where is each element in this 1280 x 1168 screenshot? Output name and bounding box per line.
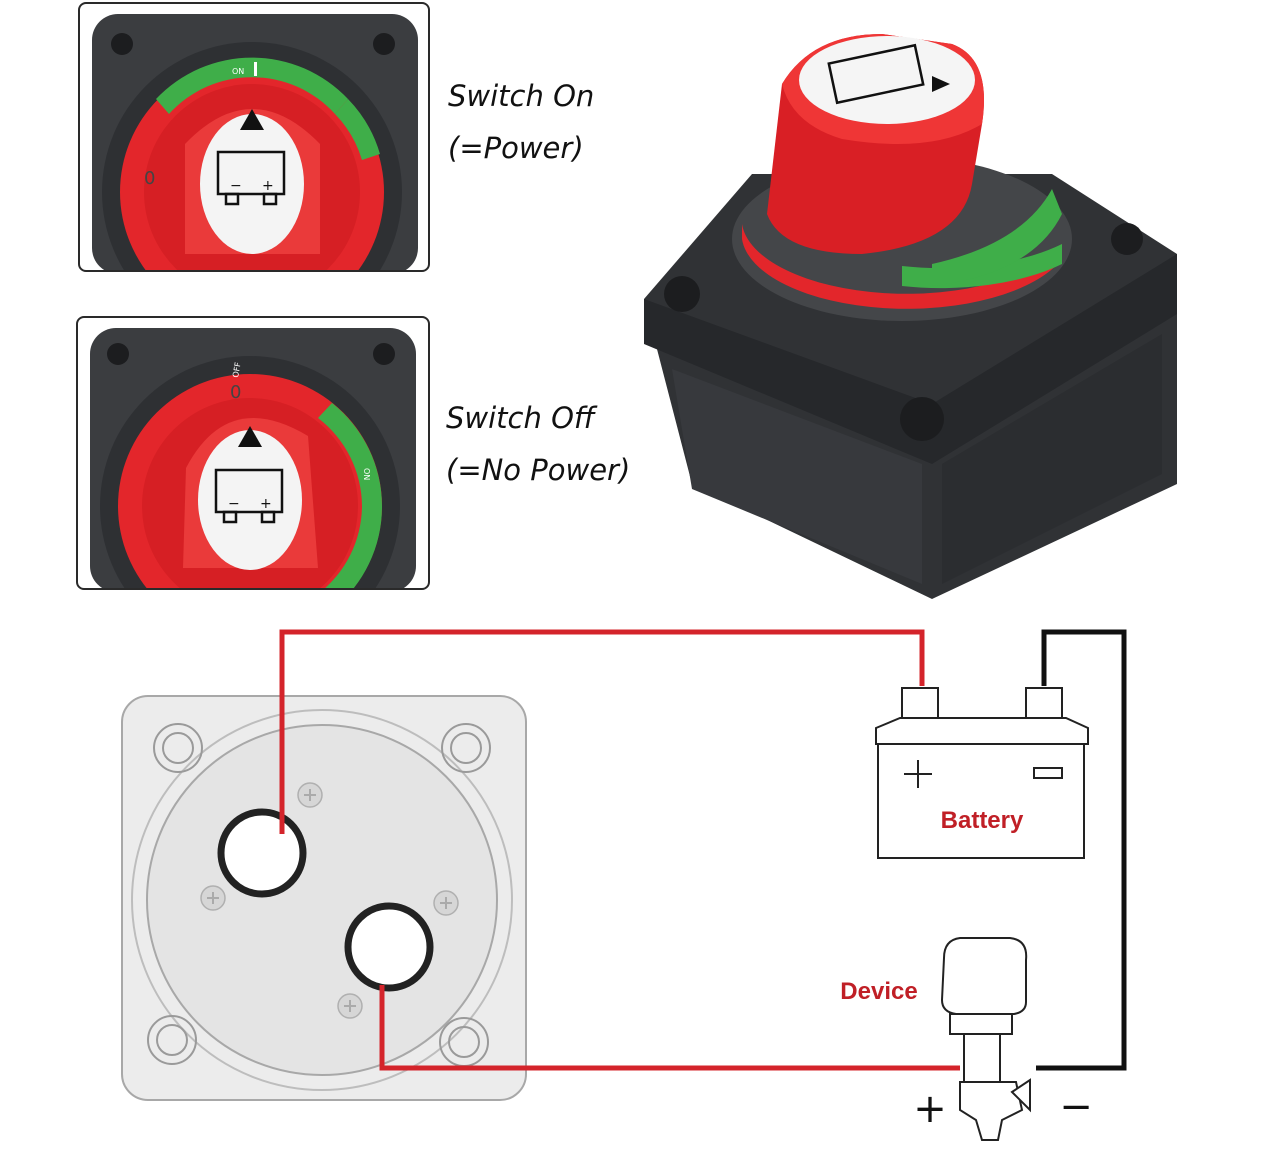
svg-text:−: − bbox=[230, 178, 242, 194]
switch-on-subtitle: (=Power) bbox=[448, 131, 584, 166]
switch-on-caption: Switch On (=Power) bbox=[448, 70, 594, 174]
switch-off-subtitle: (=No Power) bbox=[446, 453, 631, 488]
switch-off-caption: Switch Off (=No Power) bbox=[446, 392, 630, 496]
dial-on-mark: ON bbox=[232, 67, 244, 76]
switch-on-photo: − + ON 0 bbox=[78, 2, 430, 272]
dial-off-mark: OFF bbox=[231, 361, 243, 378]
switch-off-photo: − + 0 OFF ON bbox=[76, 316, 430, 590]
positive-wire bbox=[279, 629, 925, 834]
outboard-motor-icon bbox=[940, 937, 1031, 1141]
device-label: Device bbox=[840, 978, 917, 1005]
switch-on-title: Switch On bbox=[448, 79, 595, 113]
dial-zero-mark-off: 0 bbox=[230, 382, 241, 403]
dial-on-mark-off: ON bbox=[362, 468, 371, 480]
battery-switch-photo bbox=[632, 14, 1192, 604]
battery-label: Battery bbox=[941, 807, 1024, 834]
device-wire bbox=[379, 985, 960, 1071]
device-minus-symbol: − bbox=[1059, 1084, 1093, 1130]
negative-wire bbox=[1036, 629, 1127, 1071]
switch-off-title: Switch Off bbox=[446, 401, 595, 435]
svg-text:+: + bbox=[262, 178, 274, 194]
battery-icon bbox=[875, 687, 1089, 859]
switch-back-view bbox=[121, 695, 527, 1101]
dial-zero-mark: 0 bbox=[144, 168, 155, 189]
svg-text:−: − bbox=[228, 496, 240, 512]
svg-text:+: + bbox=[260, 496, 272, 512]
wiring-diagram: Battery Device + − bbox=[0, 610, 1280, 1168]
device-plus-symbol: + bbox=[913, 1086, 947, 1132]
